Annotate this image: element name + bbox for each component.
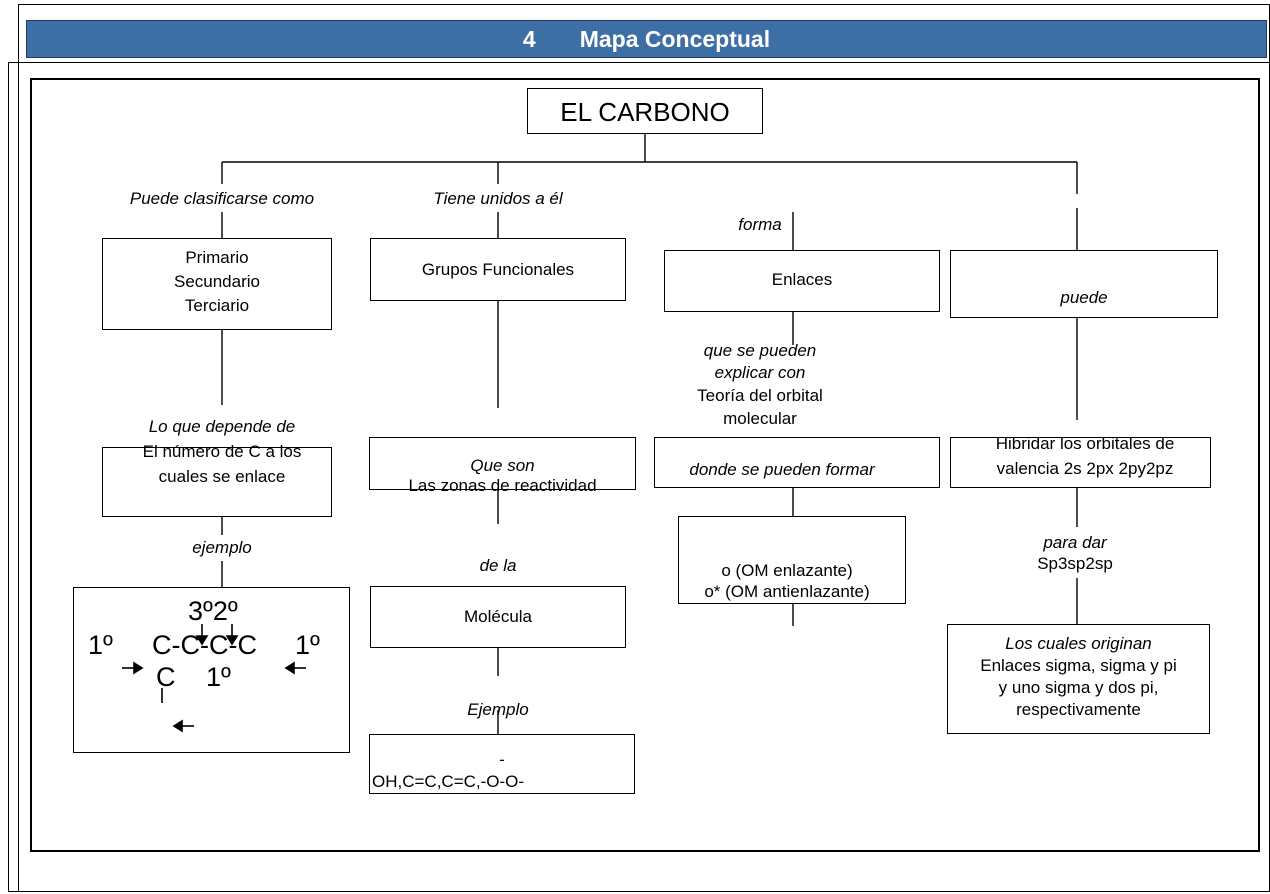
branch1-depends-box xyxy=(102,447,332,517)
resulting-bonds-line3: respectivamente xyxy=(1016,700,1141,719)
structure-arrows xyxy=(122,624,306,733)
hybridize-line1: Hibridar los orbitales de xyxy=(995,434,1175,453)
molecular-orbitals-box: o (OM enlazante) o* (OM antienlazante) xyxy=(678,516,906,604)
structure-chain: C-C-C-C xyxy=(152,630,257,660)
antibonding-mo-label: o* (OM antienlazante) xyxy=(704,582,870,601)
hybrid-types-label: Sp3sp2sp xyxy=(1037,554,1113,573)
can-label: puede xyxy=(1060,288,1108,307)
branch1-link-depends: Lo que depende de xyxy=(148,417,296,436)
orbital-theory-line2: molecular xyxy=(723,409,797,428)
branch3-link-forms: forma xyxy=(738,215,782,234)
functional-groups-label: Grupos Funcionales xyxy=(421,260,575,279)
functional-examples-list: OH,C=C,C=C,-O-O- xyxy=(372,772,525,791)
structure-bottom-label: 1º xyxy=(206,662,231,692)
branch3-link-explained-2: explicar con xyxy=(714,363,806,382)
section-number: 4 xyxy=(522,25,536,52)
bonds-box: Enlaces xyxy=(664,250,940,312)
branch4-link-to-give: para dar xyxy=(1043,533,1107,552)
label-terciario: Terciario xyxy=(184,296,250,315)
reactivity-zones-box xyxy=(369,437,636,490)
molecule-label: Molécula xyxy=(463,607,533,626)
section-title: Mapa Conceptual xyxy=(579,25,771,52)
branch2-link-attached: Tiene unidos a él xyxy=(433,189,563,208)
functional-examples-dash: - xyxy=(499,750,505,769)
branch1-classification-box: Primario Secundario Terciario xyxy=(102,238,332,330)
carbon-structure-box: 3º2º 1º C-C-C-C 1º C 1º xyxy=(73,587,350,753)
functional-groups-box: Grupos Funcionales xyxy=(370,238,626,301)
bonds-label: Enlaces xyxy=(771,270,833,289)
branch2-link-of-the: de la xyxy=(479,556,517,575)
label-primario: Primario xyxy=(185,248,249,267)
resulting-bonds-box: Los cuales originan Enlaces sigma, sigma… xyxy=(947,624,1210,734)
branch1-link-example: ejemplo xyxy=(192,538,252,557)
resulting-bonds-line1: Enlaces sigma, sigma y pi xyxy=(980,656,1177,675)
where-formed-label: donde se pueden formar xyxy=(689,460,875,479)
inner-frame xyxy=(30,78,1260,852)
root-concept-label: EL CARBONO xyxy=(560,97,730,127)
structure-right-label: 1º xyxy=(295,630,320,660)
molecule-box: Molécula xyxy=(370,586,626,648)
where-formed-box xyxy=(654,437,940,488)
orbital-theory-line1: Teoría del orbital xyxy=(697,386,823,405)
functional-examples-box: - OH,C=C,C=C,-O-O- xyxy=(369,734,635,794)
structure-bottom-carbon: C xyxy=(156,662,176,692)
reactivity-zones-label: Las zonas de reactividad xyxy=(408,476,597,495)
branch1-depends-line2: cuales se enlace xyxy=(158,467,286,486)
hybridize-line2: valencia 2s 2px 2py2pz xyxy=(996,459,1174,478)
branch1-link-classify: Puede clasificarse como xyxy=(129,189,315,208)
label-secundario: Secundario xyxy=(173,272,260,291)
structure-left-label: 1º xyxy=(88,630,113,660)
hybridize-box xyxy=(950,437,1211,488)
branch3-link-explained-1: que se pueden xyxy=(703,341,817,360)
section-header: 4 Mapa Conceptual xyxy=(26,20,1267,58)
resulting-bonds-line2: y uno sigma y dos pi, xyxy=(998,678,1159,697)
bonding-mo-label: o (OM enlazante) xyxy=(721,561,853,580)
branch2-link-example: Ejemplo xyxy=(467,700,529,719)
resulting-bonds-title: Los cuales originan xyxy=(1005,634,1152,653)
root-concept-box: EL CARBONO xyxy=(527,88,763,134)
branch2-link-which-are: Que son xyxy=(470,456,535,475)
can-box: puede xyxy=(950,250,1218,318)
structure-top-labels: 3º2º xyxy=(188,596,238,626)
branch1-depends-line1: El número de C a los xyxy=(142,442,302,461)
